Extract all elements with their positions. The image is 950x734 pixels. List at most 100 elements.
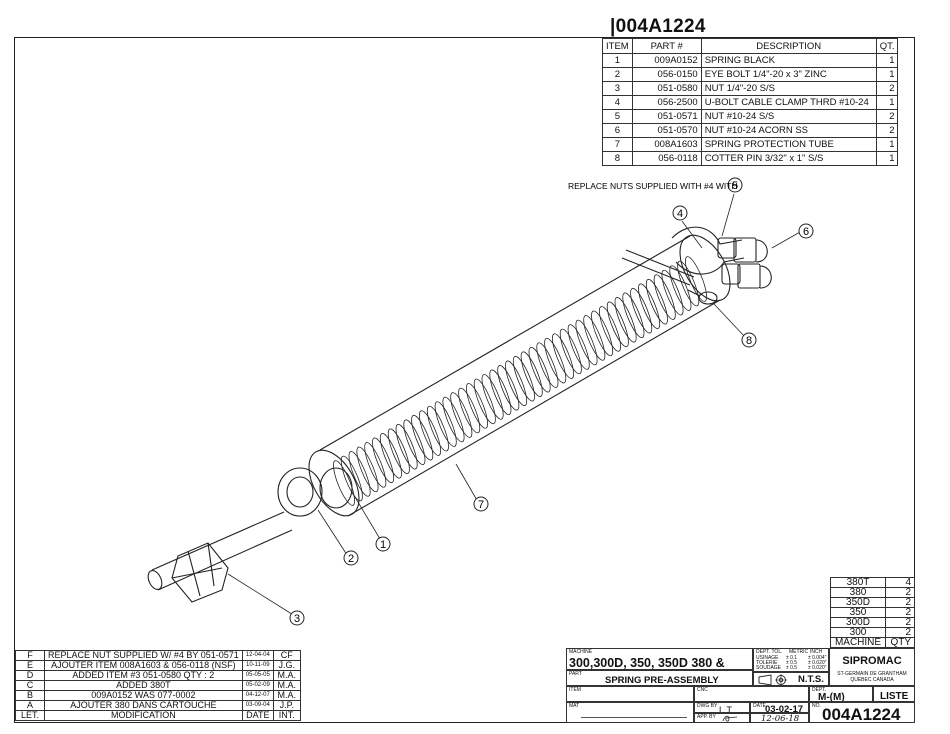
approved-by-cell: APP. BY [694, 713, 750, 723]
rev-date: 10-11-09 [241, 660, 274, 671]
spring-coil [567, 324, 590, 370]
spring-coil [387, 428, 410, 475]
rev-letter: B [15, 690, 45, 701]
bom-item-number: 8 [602, 151, 633, 166]
rev-modification: 009A0152 WAS 077-0002 [44, 690, 243, 701]
dept-tol-label: DEPT. TOL. [756, 649, 783, 655]
assembly-note: REPLACE NUTS SUPPLIED WITH #4 WITH [568, 181, 738, 191]
spring-coil [512, 355, 535, 402]
tolerance-inch: ± 0.020" [808, 665, 827, 671]
metric-label: METRIC [789, 649, 809, 655]
appr-by-label: APP. BY [697, 714, 716, 720]
spring-coil [677, 260, 700, 307]
approval-signature [722, 715, 738, 722]
approved-date-cell: 12-06-18 [750, 713, 809, 723]
rev-initials: J.P. [272, 700, 301, 711]
callout-6: 6 [798, 223, 814, 239]
callout-7: 7 [473, 496, 489, 512]
spring-coil [411, 414, 434, 461]
rev-date: 05-05-05 [241, 670, 274, 681]
rev-initials: CF [272, 650, 301, 661]
approved-date-value: 12-06-18 [761, 714, 800, 723]
dept-cell: DEPT. M-(M) [809, 686, 873, 702]
company-name: SIPROMAC [842, 655, 902, 667]
machine-qty: 2 [885, 607, 915, 618]
spring-coil [372, 437, 395, 484]
third-angle-projection-icon [758, 674, 787, 685]
spring-coil [348, 451, 371, 497]
tolerance-inch: ± 0.004" [808, 655, 827, 661]
rev-date: 03-09-04 [241, 700, 274, 711]
callout-2-label: 2 [348, 553, 354, 565]
machine-table-footer: MACHINE QTY [830, 637, 915, 648]
projection-scale-cell: N.T.S. [753, 672, 829, 686]
mat-label: MAT [569, 703, 580, 709]
spring-coil [614, 297, 637, 343]
rev-modification: AJOUTER 380 DANS CARTOUCHE [44, 700, 243, 711]
rev-letter: C [15, 680, 45, 691]
callout-2: 2 [343, 550, 359, 566]
material-underline [581, 717, 687, 718]
machine-qty: 2 [885, 587, 915, 598]
protection-tube [308, 234, 731, 517]
callout-3: 3 [289, 610, 305, 626]
material-cell: MAT [566, 702, 694, 723]
spring-coil [661, 269, 684, 316]
callout-8: 8 [741, 332, 757, 348]
rev-footer-date: DATE [241, 710, 274, 721]
spring-coil [426, 405, 449, 452]
u-bolt-clamp [621, 226, 745, 286]
spring-coils [333, 256, 707, 506]
spring-end-hook [319, 467, 353, 509]
tolerance-process: TOLERIE [756, 660, 778, 666]
spring-coil [685, 256, 707, 302]
spring-coil [497, 365, 520, 411]
date-cell: DATE 03-02-17 [750, 702, 809, 713]
rev-footer-modification: MODIFICATION [44, 710, 243, 721]
spring-coil [379, 433, 402, 479]
callout-8-label: 8 [746, 335, 752, 347]
rev-initials: M.A. [272, 680, 301, 691]
company-cell: SIPROMAC ST-GERMAIN DE GRANTHAM QUEBEC C… [829, 648, 915, 686]
company-address-2: QUEBEC CANADA [850, 677, 894, 683]
qty-footer-label: QTY [885, 637, 915, 648]
dept-label: DEPT. [812, 687, 827, 693]
spring-coil [473, 378, 496, 425]
spring-coil [434, 401, 457, 447]
spring-coil [591, 310, 614, 357]
machine-label: MACHINE [569, 649, 593, 655]
machine-qty: 2 [885, 617, 915, 628]
spring-coil [669, 265, 692, 311]
drawing-number: 004A1224 [822, 705, 901, 723]
callout-1: 1 [375, 536, 391, 552]
spring-coil [630, 287, 653, 334]
rev-initials: M.A. [272, 670, 301, 681]
callout-4-label: 4 [677, 208, 683, 220]
tolerance-row: SOUDAGE± 0.5± 0.020" [756, 666, 828, 671]
inch-label: INCH [810, 649, 823, 655]
tolerance-metric: ± 0.1 [786, 655, 798, 661]
rev-footer-initials: INT. [272, 710, 301, 721]
rev-footer-letter: LET. [15, 710, 45, 721]
revision-table-footer: LET. MODIFICATION DATE INT. [15, 710, 301, 721]
spring-coil [583, 315, 606, 361]
item-label: ITEM [569, 687, 581, 693]
tolerance-row: USINAGE± 0.1± 0.004" [756, 656, 828, 661]
spring-coil [653, 274, 676, 320]
dwg-by-value: L.T. [719, 705, 734, 713]
rev-letter: A [15, 700, 45, 711]
tolerance-metric: ± 0.5 [786, 665, 798, 671]
spring-coil [505, 360, 528, 407]
spring-coil [340, 455, 363, 502]
